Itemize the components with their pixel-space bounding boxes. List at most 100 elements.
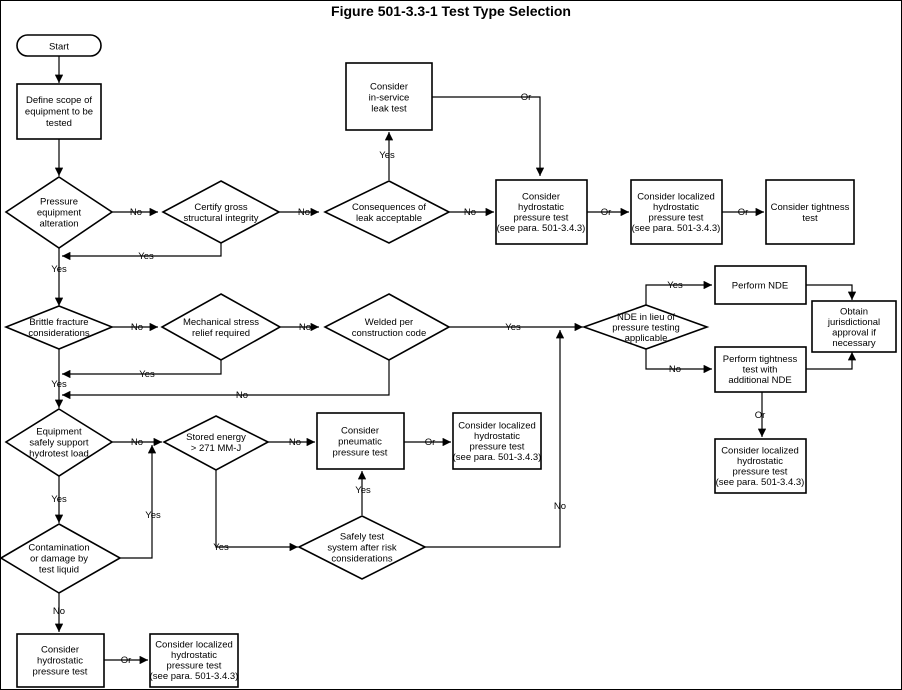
node-label-line: test with bbox=[743, 364, 778, 375]
edge-welded-no-return bbox=[62, 360, 390, 400]
node-label-line: pressure test bbox=[333, 447, 388, 458]
label-no-consequences: No bbox=[464, 207, 476, 218]
label-no-certify: No bbox=[298, 207, 310, 218]
node-stored-energy: Stored energy> 271 MM-J bbox=[162, 415, 270, 471]
node-label-line: (see para. 501-3.4.3) bbox=[453, 452, 542, 463]
label-or-hydro: Or bbox=[601, 207, 612, 218]
node-label-line: tested bbox=[46, 118, 72, 129]
label-yes-stored: Yes bbox=[213, 542, 229, 553]
label-or-inservice: Or bbox=[521, 92, 532, 103]
node-label-line: leak test bbox=[371, 103, 407, 114]
edge-tightness-approval bbox=[806, 352, 857, 370]
label-no-welded: No bbox=[236, 390, 248, 401]
node-label-line: hydrotest load bbox=[29, 448, 89, 459]
node-label-line: pressure test bbox=[733, 467, 788, 478]
label-no-nde: No bbox=[669, 364, 681, 375]
edge-certify-yes-return bbox=[62, 243, 222, 261]
label-no-safely: No bbox=[554, 501, 566, 512]
node-label-line: Consider tightness bbox=[771, 202, 850, 213]
node-label-line: Consider bbox=[341, 425, 379, 436]
node-label-line: Consider localized bbox=[637, 192, 715, 203]
node-label-start: Start bbox=[49, 41, 69, 52]
node-label-line: structural integrity bbox=[184, 213, 259, 224]
node-label-perform-nde: Perform NDE bbox=[732, 280, 788, 291]
node-label-line: pressure test bbox=[33, 666, 88, 677]
label-yes-welded: Yes bbox=[505, 322, 521, 333]
node-label-line: Consequences of bbox=[352, 202, 426, 213]
node-label-line: (see para. 501-3.4.3) bbox=[150, 671, 239, 682]
edge-nde-tightness-no bbox=[645, 348, 712, 374]
node-label-line: hydrostatic bbox=[171, 650, 217, 661]
node-label-line: Pressure bbox=[40, 196, 78, 207]
node-label-line: Contamination bbox=[28, 542, 89, 553]
label-yes-mech: Yes bbox=[139, 369, 155, 380]
edge-labels: No No No Yes Or Or Or Yes Yes No No Yes … bbox=[51, 92, 765, 666]
node-label-line: hydrostatic bbox=[518, 202, 564, 213]
edge-contamination-stored-yes bbox=[120, 445, 157, 559]
label-no-equipment: No bbox=[131, 437, 143, 448]
node-label-line: pressure test bbox=[649, 213, 704, 224]
label-yes-equipment: Yes bbox=[51, 494, 67, 505]
node-label-line: Stored energy bbox=[186, 432, 246, 443]
label-or-tightness: Or bbox=[755, 410, 766, 421]
edge-inservice-hydro-or bbox=[432, 96, 545, 176]
node-start: Start bbox=[16, 34, 102, 57]
edges bbox=[54, 56, 857, 665]
node-label-line: in-service bbox=[369, 92, 410, 103]
label-no-mech: No bbox=[299, 322, 311, 333]
node-label-line: Brittle fracture bbox=[29, 317, 88, 328]
node-label-line: considerations bbox=[28, 328, 90, 339]
node-label-line: system after risk bbox=[327, 542, 396, 553]
node-label-line: alteration bbox=[39, 218, 78, 229]
label-yes-certify: Yes bbox=[138, 251, 154, 262]
node-label-line: Mechanical stress bbox=[183, 317, 259, 328]
node-label-line: applicable bbox=[625, 333, 668, 344]
node-label-line: (see para. 501-3.4.3) bbox=[632, 223, 721, 234]
node-perform-nde: Perform NDE bbox=[714, 265, 807, 305]
node-label-line: leak acceptable bbox=[356, 213, 422, 224]
node-label-line: Define scope of bbox=[26, 95, 92, 106]
label-yes-consequences: Yes bbox=[379, 150, 395, 161]
node-label-line: (see para. 501-3.4.3) bbox=[497, 223, 586, 234]
node-label-line: Obtain bbox=[840, 307, 868, 318]
node-label-line: (see para. 501-3.4.3) bbox=[716, 477, 805, 488]
node-label-line: Safely test bbox=[340, 531, 385, 542]
node-label-line: pressure test bbox=[514, 213, 569, 224]
figure-title: Figure 501-3.3-1 Test Type Selection bbox=[331, 3, 571, 19]
label-or-hydro-bottom: Or bbox=[121, 655, 132, 666]
node-label-line: Consider localized bbox=[458, 421, 536, 432]
node-label-line: relief required bbox=[192, 328, 250, 339]
label-or-pneumatic: Or bbox=[425, 437, 436, 448]
label-or-localized: Or bbox=[738, 207, 749, 218]
node-label-line: jurisdictional bbox=[827, 317, 880, 328]
node-label-line: pressure test bbox=[167, 661, 222, 672]
